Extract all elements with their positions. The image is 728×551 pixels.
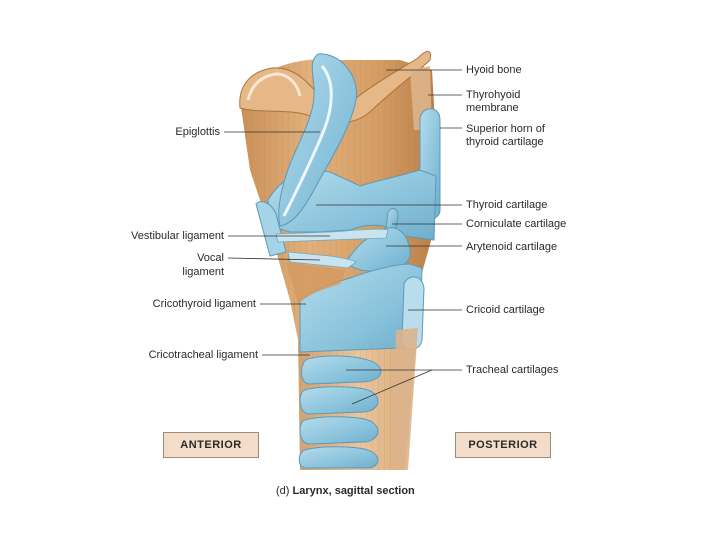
label-vocal-ligament-line2: ligament [182,266,224,278]
anterior-box: ANTERIOR [163,432,259,458]
label-arytenoid-cartilage: Arytenoid cartilage [466,241,558,253]
tracheal-ring [298,446,379,469]
vocal-fold [287,251,357,269]
tracheal-ring [301,355,382,385]
posterior-box: POSTERIOR [455,432,551,458]
label-cricothyroid-ligament: Cricothyroid ligament [152,298,256,310]
caption-panel: (d) [276,485,290,497]
label-cricoid-cartilage: Cricoid cartilage [466,304,545,316]
figure-caption: (d) Larynx, sagittal section [276,485,415,497]
cricothyroid-ligament [286,262,346,304]
tracheal-ring [299,416,379,445]
label-superior-horn-line1: Superior horn of [466,123,545,135]
leader-lines [224,69,462,405]
vestibular-fold [275,228,389,243]
label-thyrohyoid-membrane-line1: Thyrohyoid [466,89,521,101]
label-cricotracheal-ligament: Cricotracheal ligament [148,349,258,361]
thyroid-anterior-edge [255,201,287,257]
tracheal-ring [299,386,379,415]
label-vestibular-ligament: Vestibular ligament [131,230,224,242]
label-superior-horn-line2: thyroid cartilage [466,136,544,148]
label-corniculate-cartilage: Corniculate cartilage [466,218,567,230]
label-tracheal-cartilages: Tracheal cartilages [466,364,559,376]
tracheal-cartilages [298,355,382,469]
label-epiglottis: Epiglottis [175,126,220,138]
caption-text: Larynx, sagittal section [292,485,415,497]
label-thyrohyoid-membrane-line2: membrane [466,102,519,114]
epiglottis [278,53,357,227]
corniculate-cartilage [385,208,399,229]
label-hyoid-bone: Hyoid bone [466,64,522,76]
trachea-posterior-edge [392,328,418,470]
label-thyroid-cartilage: Thyroid cartilage [466,199,548,211]
label-vocal-ligament-line1: Vocal [197,252,224,264]
